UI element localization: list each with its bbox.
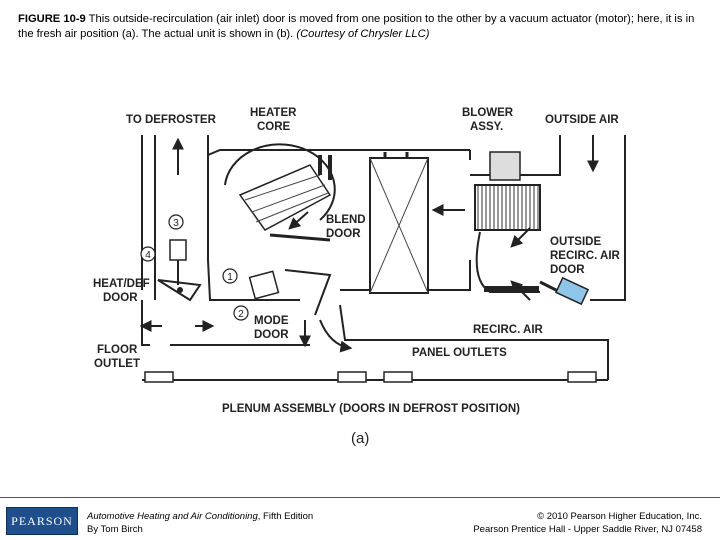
- caption-credit: (Courtesy of Chrysler LLC): [296, 28, 430, 40]
- svg-text:2: 2: [238, 309, 244, 320]
- label-blend-door: DOOR: [326, 228, 361, 240]
- book-author: By Tom Birch: [87, 524, 143, 535]
- callout-3: 3: [168, 214, 184, 230]
- label-outside: OUTSIDE: [550, 236, 601, 248]
- label-panel-outlets: PANEL OUTLETS: [412, 347, 507, 359]
- label-plenum: PLENUM ASSEMBLY (DOORS IN DEFROST POSITI…: [222, 403, 520, 415]
- label-mode-door: DOOR: [254, 329, 289, 341]
- callout-4: 4: [140, 246, 156, 262]
- figure-caption: FIGURE 10-9 This outside-recirculation (…: [18, 12, 708, 42]
- book-title: Automotive Heating and Air Conditioning: [87, 511, 258, 522]
- figure-label: FIGURE 10-9: [18, 13, 86, 25]
- book-edition: , Fifth Edition: [257, 511, 314, 522]
- logo-text: PEARSON: [11, 513, 73, 528]
- copyright: © 2010 Pearson Higher Education, Inc.: [537, 511, 702, 522]
- svg-text:4: 4: [145, 250, 151, 261]
- label-floor: FLOOR: [97, 344, 138, 356]
- label-core: CORE: [257, 121, 291, 133]
- label-assy: ASSY.: [470, 121, 503, 133]
- label-to-defroster: TO DEFROSTER: [126, 114, 217, 126]
- plenum-vents: [144, 371, 597, 383]
- label-blend: BLEND: [326, 214, 366, 226]
- recirc-actuator: [539, 276, 590, 306]
- heater-core: [224, 143, 336, 231]
- label-heat-def: HEAT/DEF: [93, 278, 150, 290]
- blower-assembly: [474, 151, 541, 293]
- evaporator: [369, 152, 429, 294]
- label-outside-air: OUTSIDE AIR: [545, 114, 619, 126]
- label-mode: MODE: [254, 315, 289, 327]
- publisher: Pearson Prentice Hall - Upper Saddle Riv…: [473, 524, 702, 535]
- callout-2: 2: [233, 305, 249, 321]
- label-recirc-air: RECIRC. AIR: [473, 324, 544, 336]
- blend-door: [269, 211, 331, 242]
- callout-1: 1: [222, 268, 238, 284]
- mode-door: [248, 269, 353, 353]
- svg-text:1: 1: [227, 272, 233, 283]
- heat-def-door: [157, 239, 202, 302]
- hvac-diagram: TO DEFROSTER HEATER CORE BLOWER ASSY. OU…: [93, 107, 626, 447]
- pearson-logo: PEARSON: [6, 507, 78, 535]
- label-heat-def-door: DOOR: [103, 292, 138, 304]
- footer-divider: [0, 497, 720, 498]
- caption-text: This outside-recirculation (air inlet) d…: [18, 13, 695, 40]
- label-recirc-door: DOOR: [550, 264, 585, 276]
- label-outlet: OUTLET: [94, 358, 140, 370]
- label-heater: HEATER: [250, 107, 297, 119]
- footer-book-info: Automotive Heating and Air Conditioning,…: [87, 510, 313, 536]
- label-recirc-air-door: RECIRC. AIR: [550, 250, 621, 262]
- label-sublabel: (a): [351, 430, 369, 447]
- svg-text:3: 3: [173, 218, 179, 229]
- footer-publisher-info: © 2010 Pearson Higher Education, Inc. Pe…: [473, 510, 702, 536]
- label-blower: BLOWER: [462, 107, 514, 119]
